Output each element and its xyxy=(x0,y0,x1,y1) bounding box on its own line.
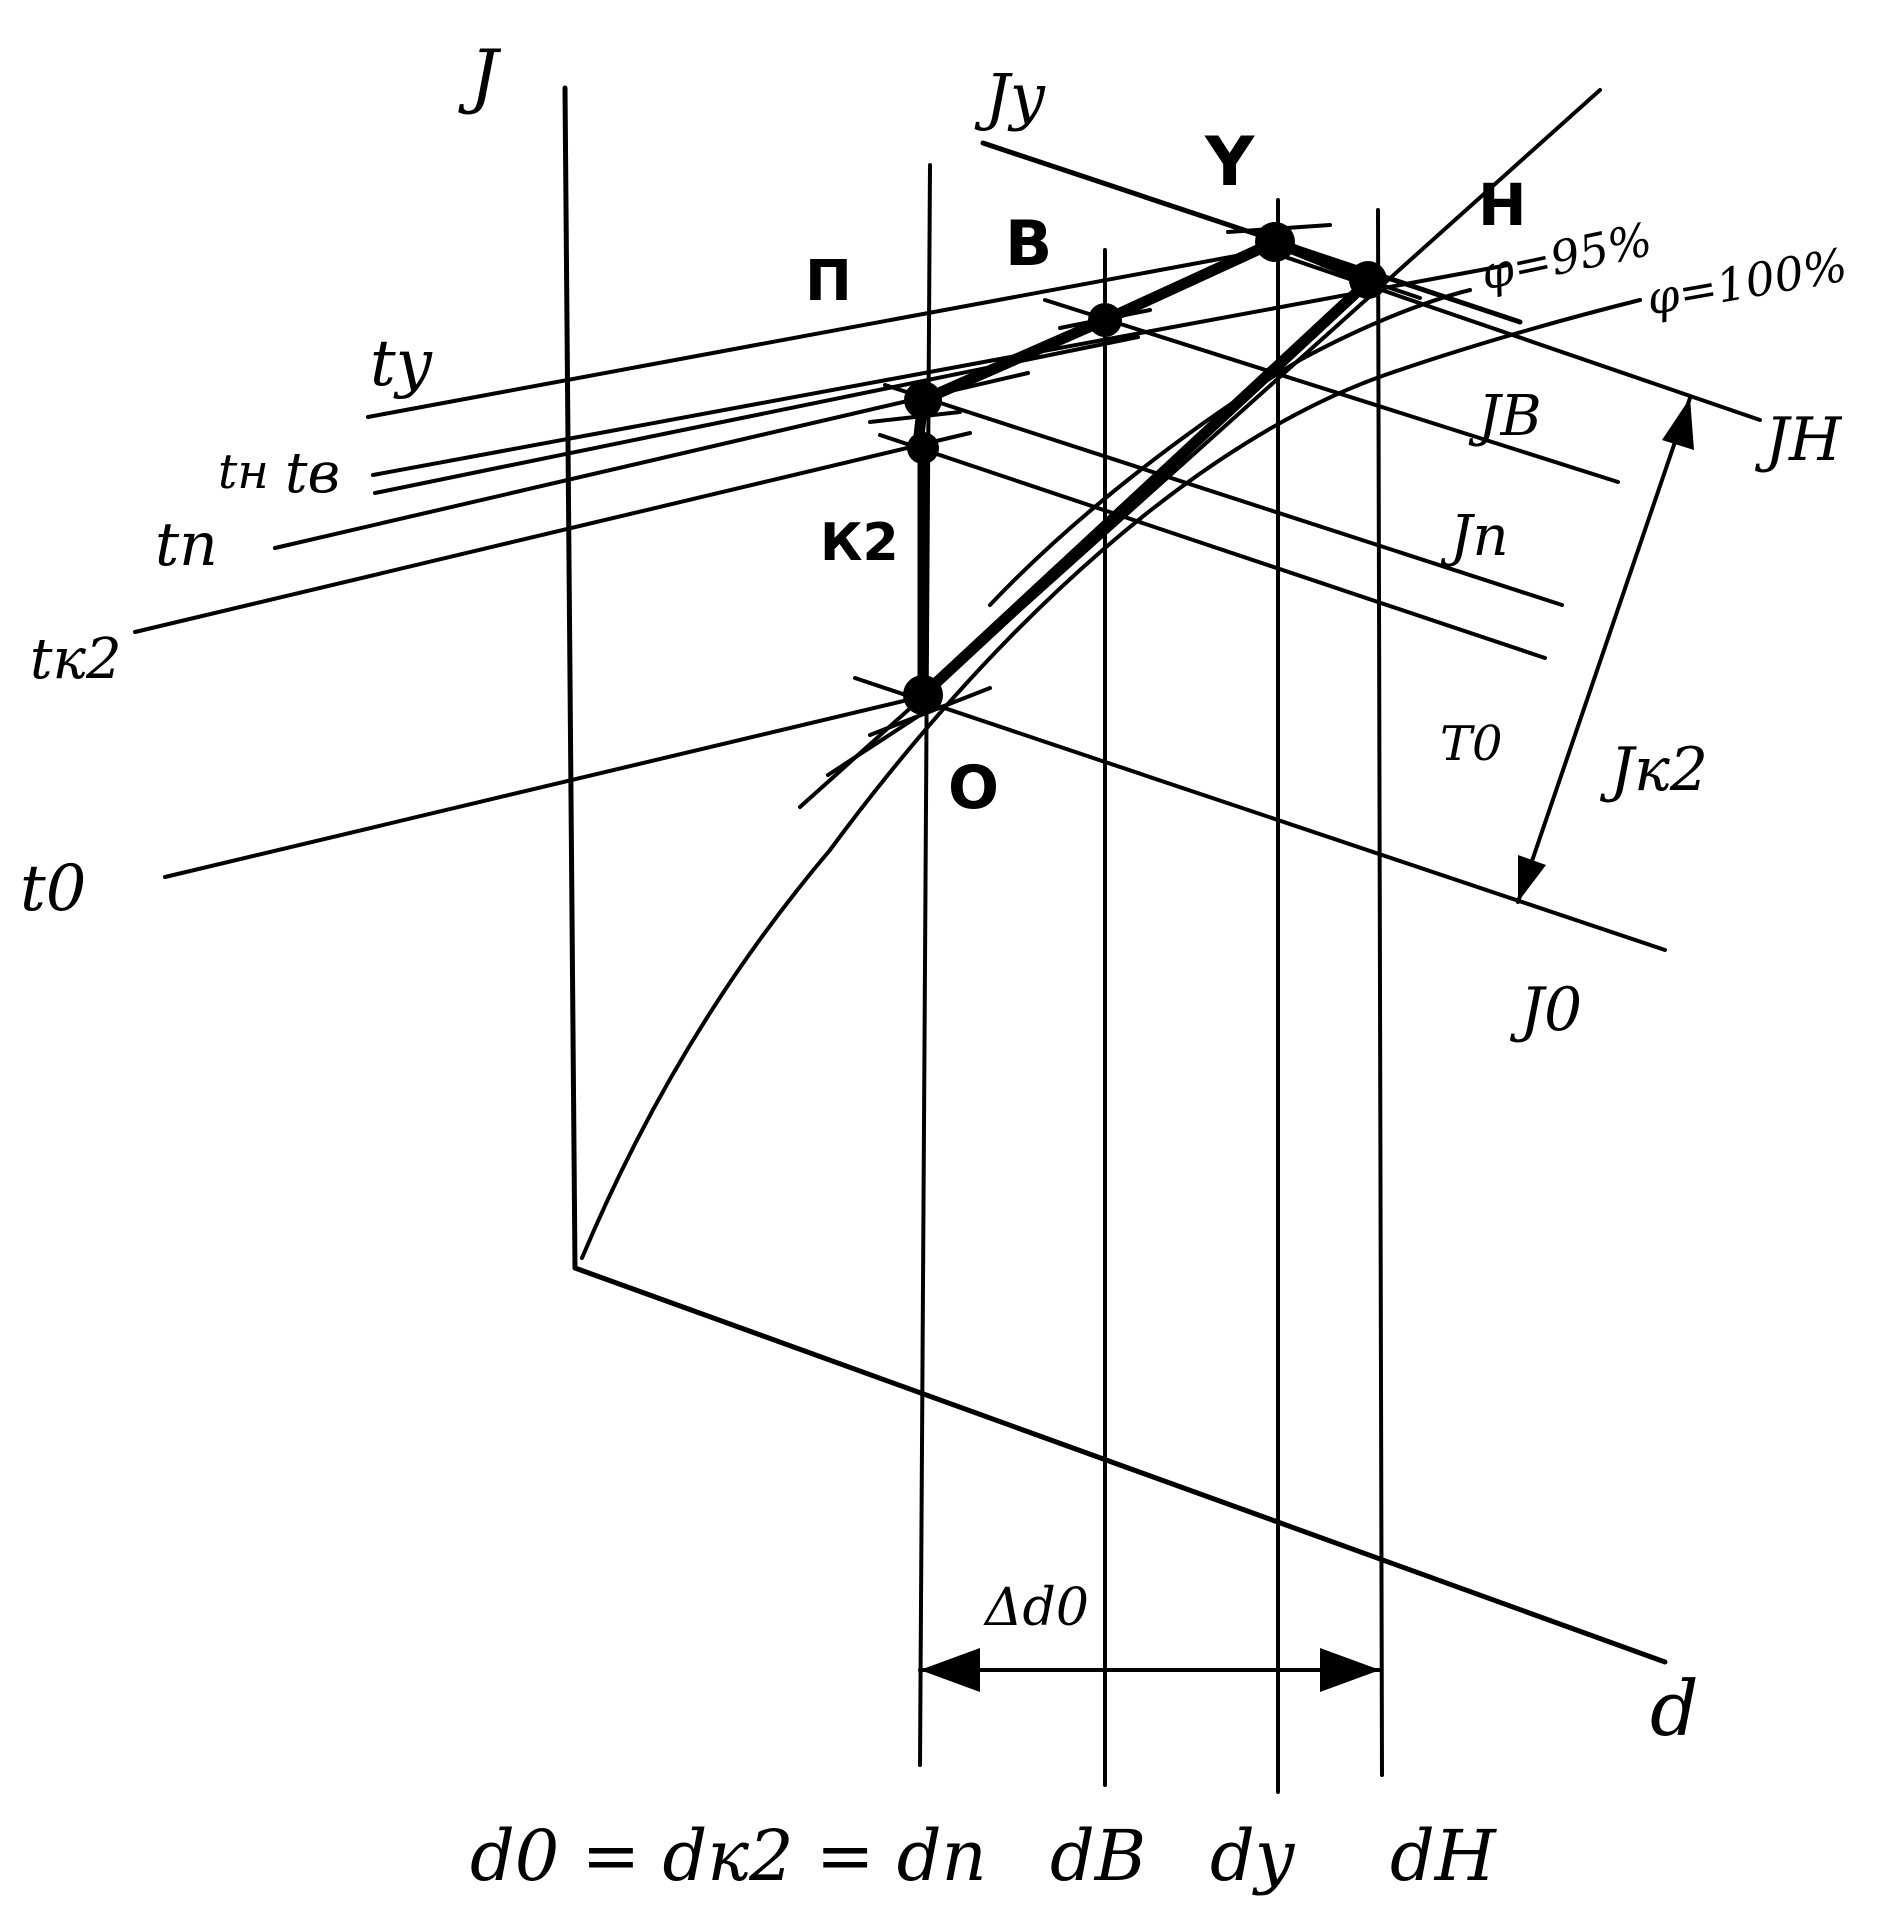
phi-100-curve xyxy=(580,298,1642,1260)
t0-isotherm xyxy=(163,695,922,879)
ty-isotherm xyxy=(366,248,1270,419)
tb-label: tв xyxy=(285,441,340,506)
jp-line xyxy=(883,383,1564,607)
tk2-label: tк2 xyxy=(30,627,122,692)
point-k2-label: К2 xyxy=(820,513,899,573)
point-p-label: П xyxy=(805,249,852,314)
delta-d0-arrow-left xyxy=(920,1648,980,1692)
t0-label: t0 xyxy=(20,852,86,926)
jb-label: JВ xyxy=(1468,384,1542,449)
dH-line xyxy=(1376,208,1384,1777)
jp-label: Jп xyxy=(1440,504,1509,569)
point-y-label: Y xyxy=(1204,123,1255,202)
jk2-delta-arrow-top xyxy=(1662,398,1694,450)
phi100-label: φ=100% xyxy=(1643,238,1852,326)
jk2-line xyxy=(878,433,1547,660)
point-h-dot xyxy=(1349,261,1387,299)
tp-label: tп xyxy=(155,510,218,580)
jk2-label: Jк2 xyxy=(1599,735,1708,805)
jy-label: Jy xyxy=(974,60,1046,133)
tp-isotherm xyxy=(273,371,1030,550)
dB-label: dB xyxy=(1050,1815,1146,1897)
point-h-label: H xyxy=(1478,171,1527,239)
process-o-h xyxy=(917,274,1376,701)
ty-label: ty xyxy=(370,327,433,401)
jh-label: JН xyxy=(1754,405,1843,475)
axis-d-label: d xyxy=(1650,1664,1699,1753)
point-y-dot xyxy=(1255,222,1295,262)
jy-line xyxy=(980,140,1523,325)
axis-j-label: J xyxy=(458,35,502,117)
jk2-delta-arrow-line xyxy=(1516,396,1692,904)
point-o-dot xyxy=(903,675,943,715)
dy-label: dy xyxy=(1210,1815,1296,1897)
delta-d0-arrow-right xyxy=(1320,1648,1380,1692)
t0-arrow-label: T0 xyxy=(1440,716,1503,772)
point-o-label: O xyxy=(948,753,999,823)
point-p-dot xyxy=(904,381,942,419)
tn-label: tн xyxy=(218,444,269,500)
d0-line xyxy=(918,163,932,1767)
point-b-label: B xyxy=(1005,207,1052,280)
dH-label: dH xyxy=(1390,1815,1498,1897)
tn-isotherm xyxy=(371,263,1510,477)
mark-o-2 xyxy=(826,713,922,777)
j0-label: J0 xyxy=(1509,975,1582,1045)
jh-line xyxy=(1263,248,1762,422)
jk2-delta-arrow-bottom xyxy=(1518,855,1546,902)
point-b-dot xyxy=(1088,303,1122,337)
d-axis xyxy=(572,1265,1668,1665)
point-k2-dot xyxy=(907,432,939,464)
tk2-isotherm xyxy=(133,431,972,634)
j-axis xyxy=(562,85,578,1271)
bottom-formula-label: d0 = dк2 = dп xyxy=(470,1815,987,1897)
j0-line xyxy=(853,676,1667,952)
delta-d0-label: Δd0 xyxy=(983,1578,1089,1638)
jb-line xyxy=(1043,298,1620,484)
